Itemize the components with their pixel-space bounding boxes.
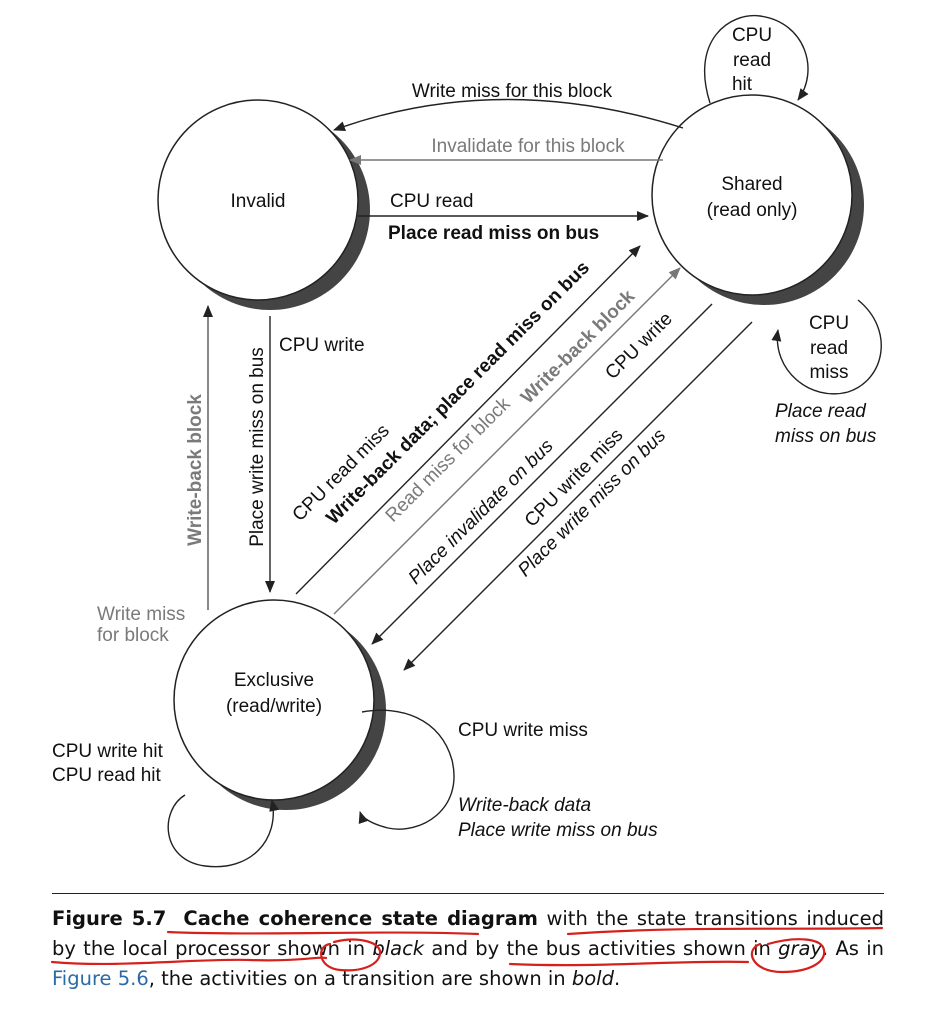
label-place-write-miss-loop: Place write miss on bus [458, 820, 658, 841]
label-cpu-write-vertical: CPU write [279, 335, 365, 356]
loop-shared-read-hit [704, 14, 809, 104]
state-invalid-label: Invalid [231, 191, 286, 212]
state-invalid: Invalid [157, 99, 370, 310]
state-shared-sublabel: (read only) [707, 200, 798, 221]
label-exclusive-cpu-write-miss: CPU write miss [458, 720, 588, 741]
caption-lead: Cache coherence state diagram [183, 907, 538, 930]
label-write-miss-2: for block [97, 625, 169, 646]
arrow-exclusive-to-shared-cpu-read-miss [295, 245, 641, 595]
caption-text-4: , the activities on a transition are sho… [148, 967, 572, 990]
figure-number: Figure 5.7 [52, 907, 167, 930]
label-cpu-write-hit: CPU write hit [52, 741, 164, 762]
label-place-write-miss-vertical: Place write miss on bus [247, 347, 268, 547]
label-cpu-read: CPU read [390, 191, 473, 212]
caption-black-word: black [372, 937, 425, 960]
arrow-exclusive-to-shared-bus-read-miss [333, 267, 681, 615]
figure-reference-link[interactable]: Figure 5.6 [52, 967, 149, 990]
label-shared-read-hit-1: CPU [732, 25, 772, 46]
label-write-back-data-loop: Write-back data [458, 795, 591, 816]
label-shared-read-hit-3: hit [732, 74, 753, 95]
label-shared-read-miss-3: miss [809, 362, 848, 383]
caption-bold-word: bold [571, 967, 614, 990]
caption-divider [52, 893, 884, 894]
state-shared-label: Shared [721, 174, 782, 195]
caption-text-2: and by the bus activities shown in [424, 937, 779, 960]
state-exclusive-sublabel: (read/write) [226, 696, 322, 717]
loop-exclusive-hits [167, 794, 280, 868]
caption-gray-word: gray [778, 937, 822, 960]
label-place-read-2: miss on bus [775, 426, 877, 447]
caption-text-3: . As in [822, 937, 884, 960]
label-write-miss-for-this-block: Write miss for this block [412, 81, 613, 102]
label-write-miss-1: Write miss [97, 604, 185, 625]
arrow-shared-to-exclusive-cpu-write [371, 303, 713, 645]
state-exclusive: Exclusive (read/write) [173, 599, 386, 810]
figure-caption: Figure 5.7 Cache coherence state diagram… [52, 904, 884, 994]
label-cpu-read-hit: CPU read hit [52, 765, 161, 786]
caption-text-1: with the state transitions induced by th… [52, 907, 884, 960]
label-shared-read-miss-2: read [810, 338, 848, 359]
label-place-read-miss-on-bus: Place read miss on bus [388, 223, 599, 244]
state-diagram: Invalid Shared (read only) Exclusive (re… [52, 14, 882, 868]
label-shared-read-miss-1: CPU [809, 313, 849, 334]
label-place-read-1: Place read [775, 401, 867, 422]
label-invalidate-for-this-block: Invalidate for this block [431, 136, 625, 157]
state-shared: Shared (read only) [651, 94, 864, 305]
loop-shared-read-miss [771, 299, 882, 395]
label-shared-read-hit-2: read [733, 50, 771, 71]
loop-exclusive-write-miss [358, 709, 455, 830]
caption-text-5: . [613, 967, 621, 990]
state-exclusive-label: Exclusive [234, 670, 314, 691]
label-write-back-block-vertical: Write-back block [185, 394, 206, 546]
arrow-shared-to-invalid-write-miss [333, 98, 684, 131]
arrow-shared-to-exclusive-write-miss [403, 321, 753, 671]
